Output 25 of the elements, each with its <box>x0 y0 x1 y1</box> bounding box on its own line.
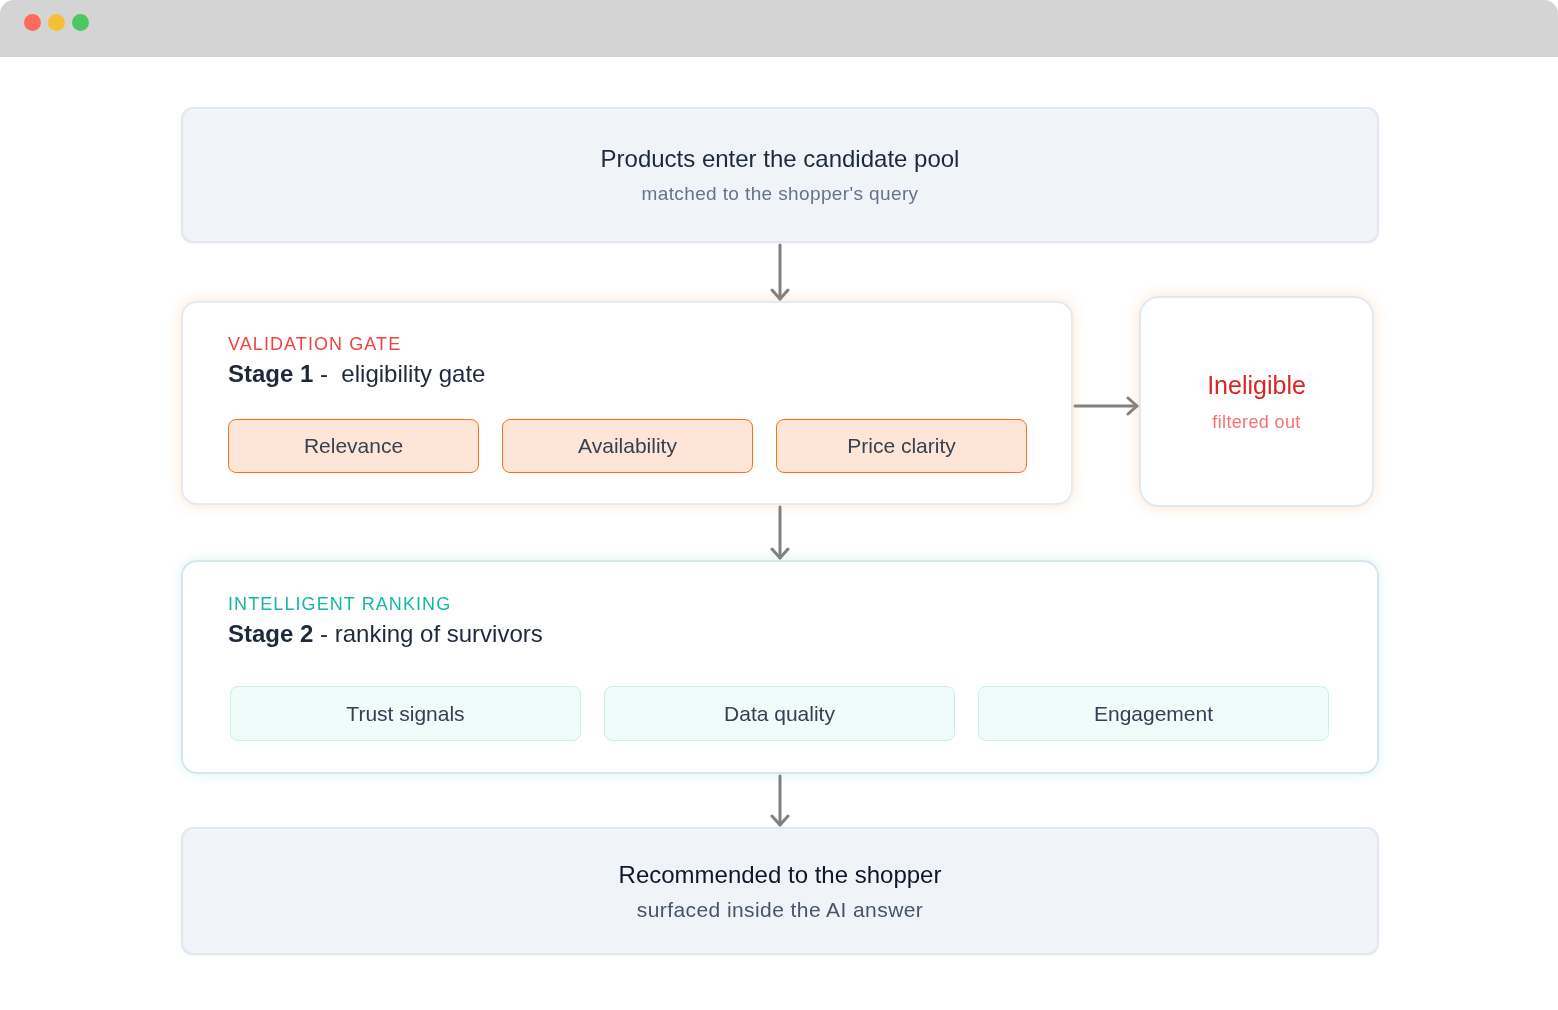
flow-arrow <box>770 243 790 301</box>
criterion-tag: Engagement <box>978 686 1329 741</box>
section-heading: Stage 2 - ranking of survivors <box>228 619 544 649</box>
card-subtitle: surfaced inside the AI answer <box>636 896 924 923</box>
stage-card <box>181 827 1379 955</box>
stage-panel <box>181 560 1379 774</box>
flow-arrow <box>1073 396 1139 416</box>
stage-panel <box>181 301 1073 505</box>
card-title: Products enter the candidate pool <box>600 144 960 174</box>
flow-arrow <box>770 774 790 827</box>
criterion-tag: Trust signals <box>230 686 581 741</box>
section-eyebrow: INTELLIGENT RANKING <box>228 593 453 616</box>
card-subtitle: matched to the shopper's query <box>641 182 919 206</box>
card-subtitle: filtered out <box>1212 410 1301 434</box>
card-title: Recommended to the shopper <box>618 859 942 890</box>
section-eyebrow: VALIDATION GATE <box>228 333 403 356</box>
criterion-tag: Availability <box>502 419 753 473</box>
flow-arrow <box>770 505 790 560</box>
criterion-tag: Data quality <box>604 686 955 741</box>
criterion-tag: Relevance <box>228 419 479 473</box>
section-heading: Stage 1 - eligibility gate <box>228 359 487 389</box>
stage-card <box>181 107 1379 243</box>
outcome-card <box>1139 296 1374 507</box>
card-title: Ineligible <box>1207 369 1306 401</box>
criterion-tag: Price clarity <box>776 419 1027 473</box>
